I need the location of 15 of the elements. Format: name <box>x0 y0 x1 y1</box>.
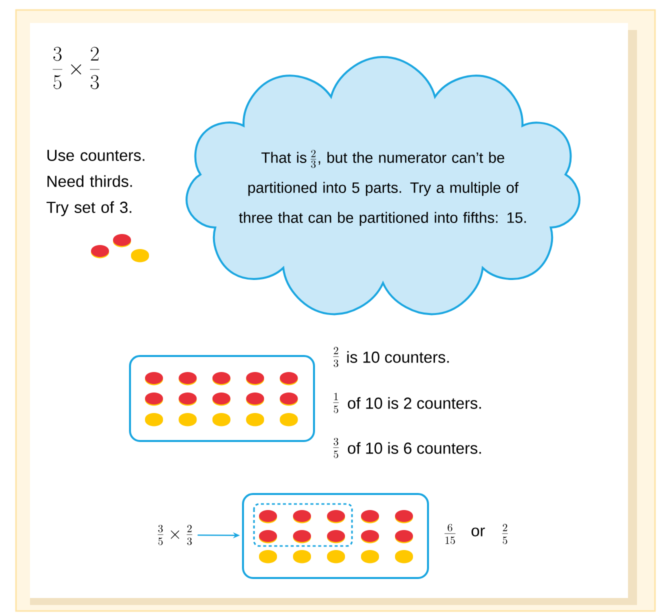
label-text: is 10 counters. <box>347 351 449 363</box>
fraction: $\frac{2}{3}$ <box>333 346 339 368</box>
counter-frame <box>129 355 315 442</box>
label-text: or <box>472 528 485 536</box>
expression: $\frac{3}{5} \times \frac{2}{3}$ <box>158 524 192 546</box>
fraction: $\frac{6}{15}$ <box>444 524 456 544</box>
fraction: $\frac{1}{5}$ <box>333 392 339 414</box>
fraction: $\frac{3}{5}$ <box>333 438 339 458</box>
counter-frame <box>242 493 429 579</box>
label-text: of 10 is 2 counters. <box>348 397 481 409</box>
fraction: $\frac{2}{5}$ <box>502 524 508 544</box>
title: $\frac{3}{5} \times \frac{2}{3}$ <box>52 46 100 90</box>
label-text: of 10 is 6 counters. <box>348 442 481 454</box>
label-text: Use counters. Need thirds. Try set of 3. <box>46 150 144 216</box>
cloud-callout: That is $\frac{2}{3}$ , but the numerator can’t be partitioned into 5 parts. Try a multiple of three that can be partitioned into fifths: 15. <box>186 56 580 316</box>
